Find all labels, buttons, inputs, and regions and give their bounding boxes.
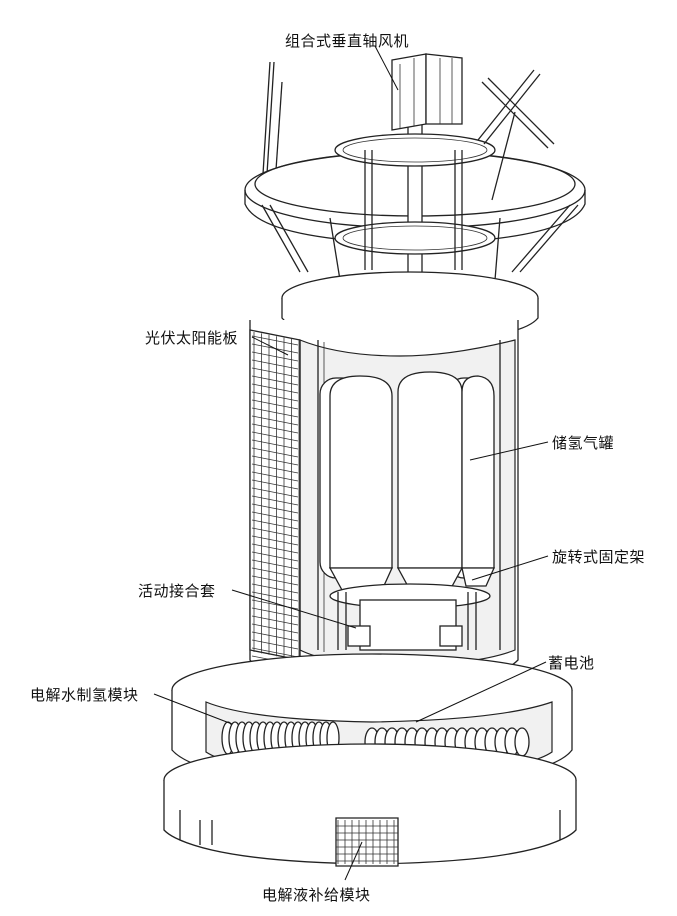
label-solar-panel: 光伏太阳能板 xyxy=(145,327,238,348)
hydrogen-tanks xyxy=(320,372,494,590)
label-electrolyte-module: 电解液补给模块 xyxy=(262,884,371,905)
label-battery: 蓄电池 xyxy=(548,652,595,673)
solar-panel xyxy=(250,330,300,665)
label-active-coupling: 活动接合套 xyxy=(138,580,216,601)
electrolyte-module xyxy=(336,818,398,866)
label-rotating-frame: 旋转式固定架 xyxy=(552,546,645,567)
label-wind-turbine: 组合式垂直轴风机 xyxy=(285,30,409,51)
label-hydrogen-tank: 储氢气罐 xyxy=(552,432,614,453)
label-electrolysis-module: 电解水制氢模块 xyxy=(30,684,139,705)
